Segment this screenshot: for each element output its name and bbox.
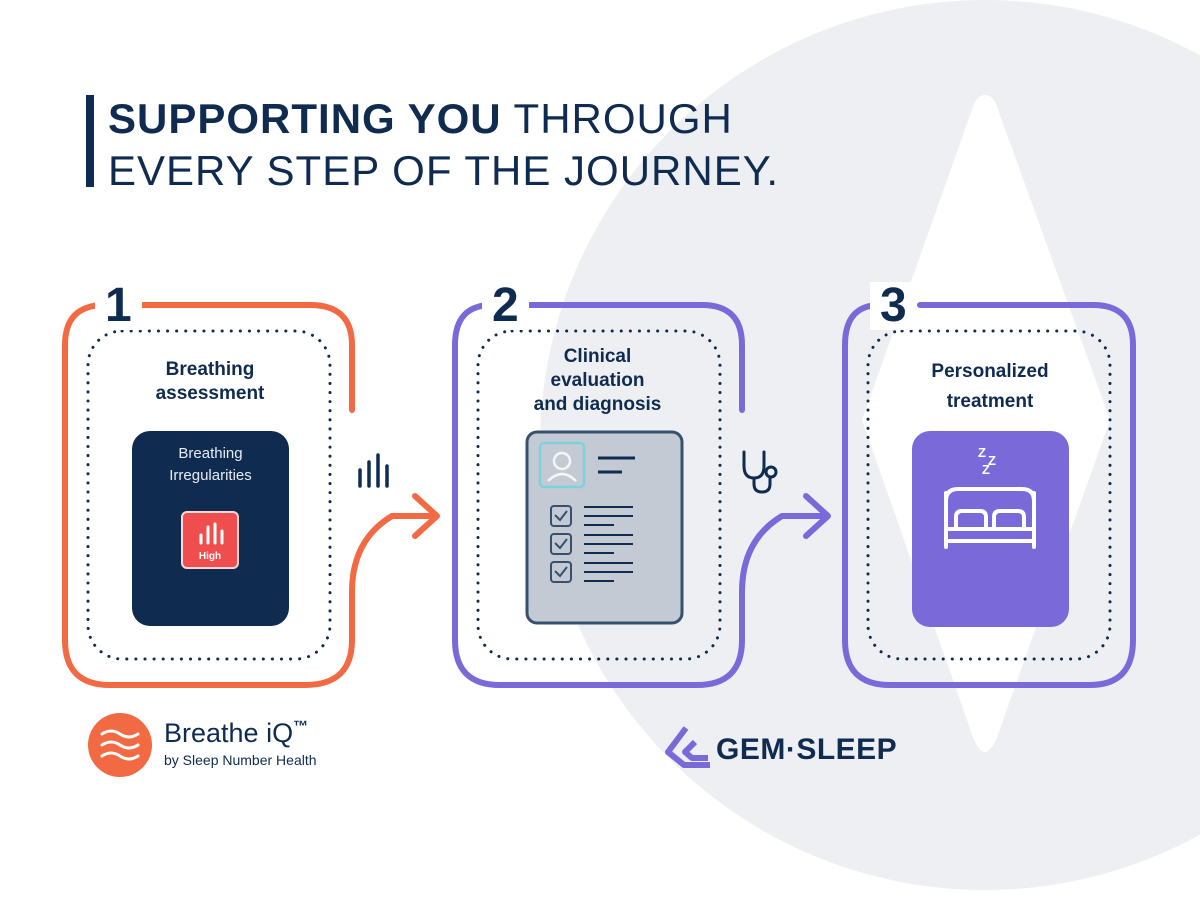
breathing-irregularities-label: Breathing Irregularities xyxy=(132,443,289,487)
arrow-right-icon xyxy=(412,493,440,539)
breathe-suffix: iQ xyxy=(266,718,294,748)
zzz-icon: Z Z Z xyxy=(978,445,996,477)
step-1-title-line: assessment xyxy=(155,383,265,404)
clipboard-checklist-icon xyxy=(525,430,684,625)
breathe-name: Breathe xyxy=(164,718,259,748)
step-2-number: 2 xyxy=(482,282,529,330)
high-status-badge: High xyxy=(181,511,239,569)
headline-line1-rest: THROUGH xyxy=(501,95,733,142)
arrow-right-icon xyxy=(803,493,831,539)
step-1-frame xyxy=(62,302,435,688)
step-1-title: Breathing assessment xyxy=(130,358,290,406)
step-2-title-line: evaluation xyxy=(550,370,645,391)
step-3-number: 3 xyxy=(870,282,917,330)
step-3-title-line: treatment xyxy=(946,391,1034,412)
sound-wave-icon xyxy=(358,453,389,488)
stethoscope-icon xyxy=(742,450,778,494)
breathing-irregularities-card: Breathing Irregularities High xyxy=(132,431,289,626)
headline-accent-bar xyxy=(86,95,94,187)
checkbox-icon xyxy=(550,505,572,527)
zzz-letter: Z xyxy=(988,453,996,468)
step-1-number: 1 xyxy=(95,282,142,330)
step-1-frame-top xyxy=(137,302,355,413)
headline-line2: EVERY STEP OF THE JOURNEY. xyxy=(108,147,779,194)
step-3-title: Personalized treatment xyxy=(905,357,1075,417)
step-2-title-line: Clinical xyxy=(563,346,632,367)
checkbox-icon xyxy=(550,561,572,583)
step-2-frame-top xyxy=(527,302,745,413)
breathe-logo-icon xyxy=(88,713,152,777)
avatar-icon xyxy=(538,441,586,489)
bed-icon xyxy=(944,487,1036,549)
gem-sleep-logo-text: GEM·SLEEP xyxy=(716,733,898,766)
card-label-line: Breathing xyxy=(178,445,243,462)
gem-sleep-logo-icon xyxy=(665,726,710,768)
treatment-card-art: Z Z Z xyxy=(944,445,1036,549)
step-2-title-line: and diagnosis xyxy=(533,394,662,415)
breathe-iq-tagline: by Sleep Number Health xyxy=(164,752,317,768)
treatment-card: Z Z Z xyxy=(912,431,1069,627)
step-2-frame xyxy=(452,302,827,688)
high-label: High xyxy=(198,551,222,562)
checkbox-icon xyxy=(550,533,572,555)
breathe-iq-logo-text: Breathe iQ™ xyxy=(164,718,308,749)
step-3-title-line: Personalized xyxy=(931,361,1049,382)
step-1-dotted-frame xyxy=(86,329,332,661)
step-3-dotted-frame xyxy=(866,329,1112,661)
headline: SUPPORTING YOU THROUGH EVERY STEP OF THE… xyxy=(108,93,779,197)
step-3-frame xyxy=(842,302,1136,688)
step-2-title: Clinical evaluation and diagnosis xyxy=(515,345,680,417)
headline-bold: SUPPORTING YOU xyxy=(108,95,502,142)
card-label-line: Irregularities xyxy=(169,467,252,484)
breathe-tm: ™ xyxy=(293,718,309,735)
bar-chart-icon xyxy=(199,522,224,545)
zzz-letter: Z xyxy=(978,445,986,460)
zzz-letter: Z xyxy=(982,462,990,477)
step-2-dotted-frame xyxy=(476,329,722,661)
step-1-title-line: Breathing xyxy=(165,359,255,380)
